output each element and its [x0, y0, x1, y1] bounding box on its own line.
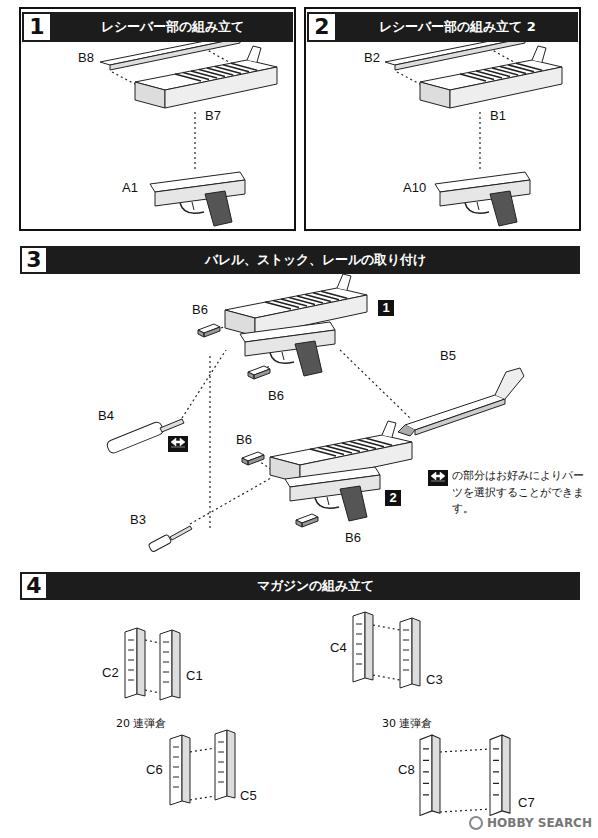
watermark: HOBBY SEARCH [487, 816, 592, 830]
step-number: 4 [22, 574, 46, 598]
step-title: バレル、ストック、レールの取り付け [54, 246, 576, 274]
part-name: C5 [240, 788, 257, 803]
step-header: 3 バレル、ストック、レールの取り付け [20, 246, 580, 274]
part-name: C6 [146, 762, 163, 777]
part-name: C4 [330, 640, 347, 655]
part-name: B6 [345, 530, 361, 545]
part-name: C2 [102, 665, 119, 680]
part-name: B8 [78, 50, 94, 65]
capacity-caption: 20 連弾倉 [116, 716, 167, 731]
part-name: A1 [122, 180, 138, 195]
part-name: C8 [398, 762, 415, 777]
step-header: 1レシーバー部の組み立て [22, 12, 293, 42]
capacity-caption: 30 連弾倉 [382, 716, 433, 731]
part-name: B6 [192, 302, 208, 317]
part-name: B4 [98, 408, 114, 423]
step-number: 1 [24, 14, 50, 40]
step-header: 4 マガジンの組み立て [20, 572, 580, 600]
step-title: レシーバー部の組み立て [56, 12, 289, 42]
step-title: レシーバー部の組み立て 2 [341, 12, 574, 42]
step-number: 3 [22, 248, 46, 272]
part-name: B6 [236, 432, 252, 447]
part-name: C1 [186, 668, 203, 683]
step-frame [20, 8, 295, 230]
part-name: C7 [518, 795, 535, 810]
part-name: B5 [440, 348, 456, 363]
step-frame [305, 8, 580, 230]
note-text: の部分はお好みによりパーツを選択することができます。 [452, 468, 590, 518]
callout-number: 2 [385, 490, 401, 506]
part-name: B1 [490, 108, 506, 123]
step-header: 2レシーバー部の組み立て 2 [307, 12, 578, 42]
step-number: 2 [309, 14, 335, 40]
part-name: C3 [426, 672, 443, 687]
callout-number: 1 [378, 300, 394, 316]
part-name: A10 [403, 180, 426, 195]
step-title: マガジンの組み立て [54, 572, 576, 600]
part-name: B6 [268, 388, 284, 403]
part-name: B2 [364, 50, 380, 65]
part-name: B7 [205, 108, 221, 123]
part-name: B3 [130, 512, 146, 527]
